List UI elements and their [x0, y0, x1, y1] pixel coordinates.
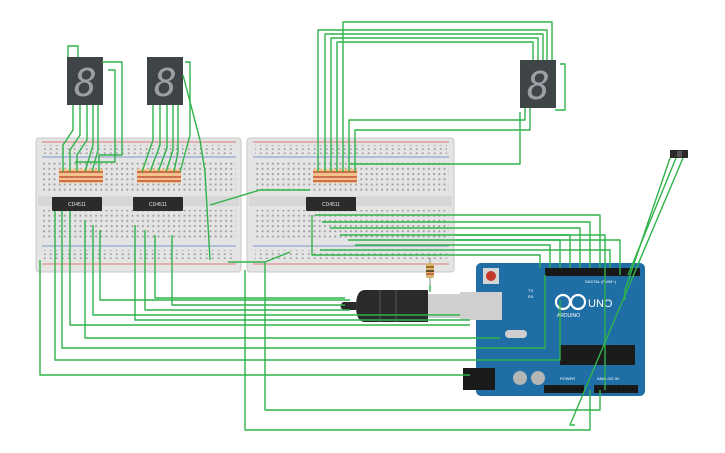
analog-label: ANALOG IN — [597, 376, 619, 381]
wire[interactable] — [99, 230, 350, 301]
brand-label: ARDUINO — [557, 313, 580, 319]
wire[interactable] — [67, 45, 79, 57]
wire[interactable] — [627, 157, 677, 276]
resistor-icon[interactable] — [426, 258, 434, 285]
digital-label: DIGITAL (PWM~) — [585, 279, 617, 284]
wire[interactable] — [320, 249, 611, 268]
wire[interactable] — [317, 29, 548, 172]
wire[interactable] — [322, 221, 591, 268]
wire[interactable] — [76, 105, 88, 172]
wire[interactable] — [179, 61, 191, 173]
chip-label: CD4511 — [322, 202, 340, 208]
wire[interactable] — [54, 211, 561, 361]
resistor-array-1 — [59, 169, 103, 183]
wire[interactable] — [171, 235, 345, 306]
segment-digit: 8 — [527, 64, 550, 108]
cd4511-decoder-2[interactable]: CD4511 — [133, 197, 183, 211]
wire[interactable] — [264, 262, 601, 411]
wire[interactable] — [154, 235, 345, 299]
rx-label: RX — [528, 294, 534, 299]
cd4511-decoder-3[interactable]: CD4511 — [306, 197, 356, 211]
arduino-infinity-logo — [554, 293, 587, 311]
wire[interactable] — [348, 108, 526, 172]
wire[interactable] — [165, 105, 174, 173]
wire[interactable] — [342, 21, 553, 172]
wire[interactable] — [336, 41, 534, 172]
tx-label: TX — [528, 288, 533, 293]
wire[interactable] — [69, 211, 470, 326]
wire[interactable] — [91, 105, 99, 173]
wire[interactable] — [311, 215, 541, 268]
wiring — [39, 21, 684, 431]
seven-segment-display-2[interactable]: 8 — [147, 57, 183, 105]
wire[interactable] — [69, 105, 81, 172]
wire[interactable] — [209, 189, 310, 206]
wire[interactable] — [330, 37, 539, 172]
chip-label: CD4511 — [149, 202, 167, 208]
wire[interactable] — [182, 74, 211, 261]
wire[interactable] — [62, 105, 74, 172]
wire[interactable] — [354, 108, 531, 172]
wire[interactable] — [149, 105, 161, 173]
wire[interactable] — [324, 33, 544, 172]
seven-segment-display-1[interactable]: 8 — [67, 57, 103, 105]
wire[interactable] — [98, 61, 123, 172]
wire[interactable] — [569, 157, 684, 426]
wire[interactable] — [330, 227, 581, 268]
wire[interactable] — [75, 69, 116, 163]
wire[interactable] — [173, 105, 179, 173]
chip-label: CD4511 — [68, 202, 86, 208]
model-label: UNO — [588, 298, 613, 310]
segment-digit: 8 — [154, 61, 177, 105]
arduino-uno-board[interactable]: UNO ARDUINO DIGITAL (PWM~) ANALOG IN POW… — [460, 263, 645, 396]
seven-segment-display-3[interactable]: 8 — [520, 60, 556, 108]
wire[interactable] — [455, 239, 621, 275]
wire[interactable] — [455, 234, 606, 390]
power-label: POWER — [560, 376, 575, 381]
cd4511-decoder-1[interactable]: CD4511 — [52, 197, 102, 211]
resistor-array-2 — [137, 169, 181, 183]
wire[interactable] — [141, 105, 154, 173]
wire[interactable] — [350, 112, 521, 165]
resistor-array-3 — [313, 169, 357, 183]
wire[interactable] — [134, 225, 470, 321]
wire[interactable] — [144, 230, 350, 311]
usb-plug-icon[interactable] — [340, 290, 463, 322]
wire[interactable] — [61, 211, 546, 349]
wire[interactable] — [157, 105, 168, 173]
wire[interactable] — [39, 260, 470, 376]
slide-switch-icon[interactable] — [670, 150, 688, 158]
wire[interactable] — [92, 225, 460, 316]
segment-digit: 8 — [74, 61, 97, 105]
wire[interactable] — [355, 244, 551, 268]
wire[interactable] — [84, 105, 94, 173]
wire[interactable] — [555, 63, 566, 111]
wire[interactable] — [84, 220, 500, 339]
